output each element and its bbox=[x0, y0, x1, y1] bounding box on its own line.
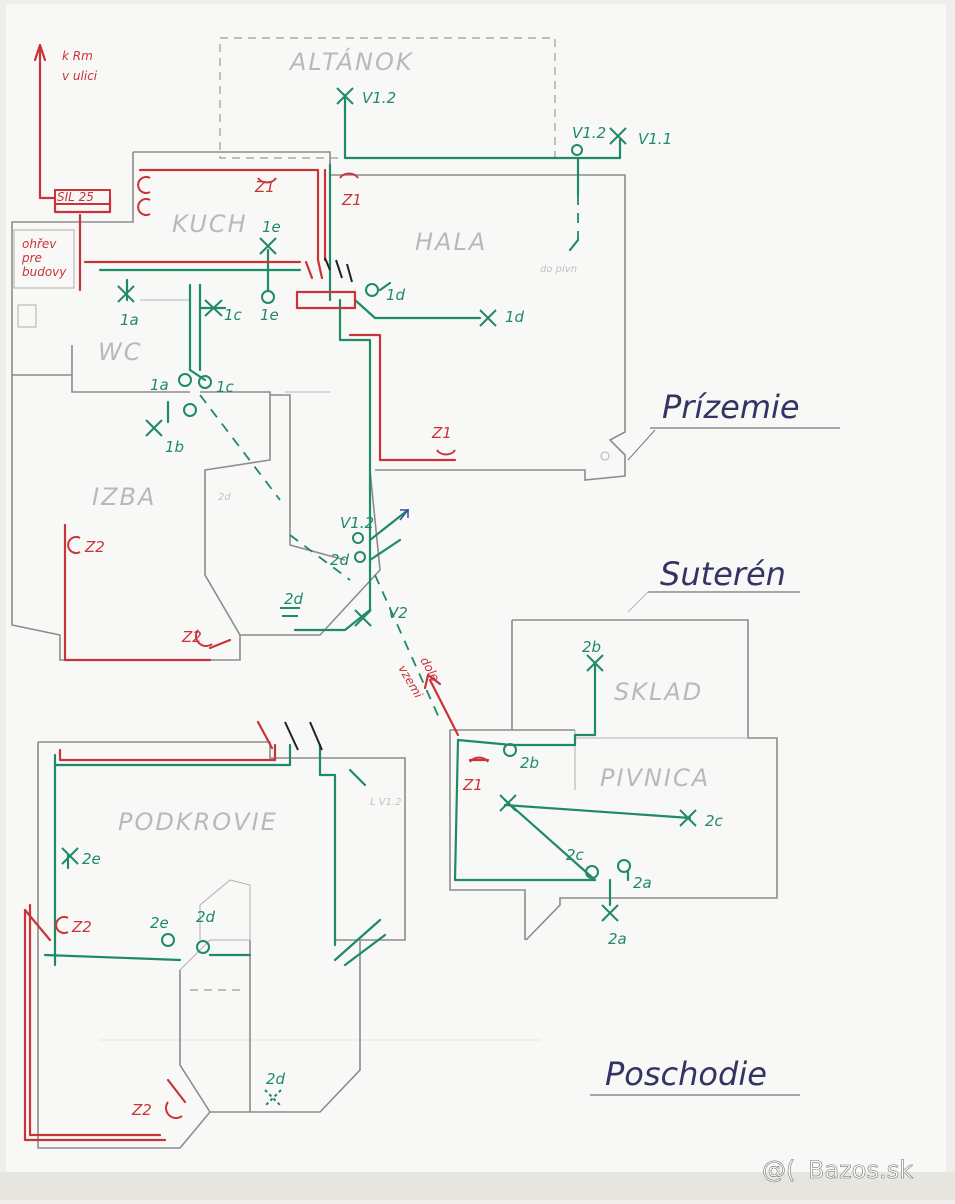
note-boiler-2: pre bbox=[21, 251, 42, 265]
label-v2: V2 bbox=[388, 604, 408, 622]
label-2d-b: 2d bbox=[330, 551, 350, 569]
room-labels: ALTÁNOK KUCH HALA WC IZBA SKLAD PIVNICA … bbox=[92, 47, 710, 836]
watermark-text: Bazos.sk bbox=[808, 1156, 913, 1184]
label-2a: 2a bbox=[633, 874, 652, 892]
label-z1-pivnica: Z1 bbox=[462, 776, 483, 794]
attic-walls bbox=[37, 741, 540, 1149]
table-edge bbox=[0, 1172, 955, 1200]
label-z2-podk-a: Z2 bbox=[71, 918, 92, 936]
note-k-rm: k Rm bbox=[62, 49, 93, 63]
note-v-ulici: v ulici bbox=[62, 69, 98, 83]
label-1a: 1a bbox=[120, 311, 139, 329]
floor-poschodie: Poschodie bbox=[605, 1055, 767, 1093]
room-kuch: KUCH bbox=[172, 210, 248, 238]
floor-suteren: Suterén bbox=[660, 555, 786, 593]
note-v12: L V1.2 bbox=[370, 797, 402, 808]
paper-sheet bbox=[6, 4, 946, 1196]
label-2b-b: 2b bbox=[520, 754, 539, 772]
outlet-labels: V1.2 V1.2 V1.1 V1.2 V2 Z1 Z1 Z1 Z1 Z2 Z2… bbox=[71, 89, 724, 1119]
label-z1-kuch: Z1 bbox=[341, 191, 362, 209]
room-podkrovie: PODKROVIE bbox=[118, 808, 278, 836]
label-z2-podk-b: Z2 bbox=[131, 1101, 152, 1119]
label-v12-mid: V1.2 bbox=[340, 514, 374, 532]
note-meter: SIL 25 bbox=[57, 190, 94, 204]
label-z1-stair: Z1 bbox=[254, 178, 275, 196]
label-v12-hala: V1.2 bbox=[572, 124, 606, 142]
label-z2-izba-a: Z2 bbox=[84, 538, 105, 556]
label-2d-e: 2d bbox=[266, 1070, 286, 1088]
label-z1-hala: Z1 bbox=[431, 424, 452, 442]
watermark: @( Bazos.sk bbox=[762, 1156, 914, 1185]
label-2d-a: 2d bbox=[218, 492, 231, 503]
label-1e: 1e bbox=[262, 218, 281, 236]
label-1b: 1b bbox=[165, 438, 184, 456]
watermark-logo-icon: @( bbox=[762, 1156, 795, 1184]
label-2b: 2b bbox=[582, 638, 601, 656]
label-2e: 2e bbox=[150, 914, 169, 932]
outlet-symbols bbox=[54, 87, 697, 1119]
floor-prizemie: Prízemie bbox=[662, 388, 800, 426]
room-altanok: ALTÁNOK bbox=[288, 47, 414, 76]
note-pipe-down: do pivn bbox=[540, 264, 577, 275]
label-1d: 1d bbox=[386, 286, 406, 304]
room-hala: HALA bbox=[415, 228, 487, 256]
label-1d-b: 1d bbox=[505, 308, 525, 326]
heating-pipes bbox=[23, 43, 490, 1142]
note-boiler-3: budovy bbox=[22, 265, 67, 279]
label-2c-b: 2c bbox=[705, 812, 724, 830]
label-z2-izba-b: Z2 bbox=[181, 628, 202, 646]
label-v11: V1.1 bbox=[638, 130, 672, 148]
label-1c-b: 1c bbox=[216, 378, 235, 396]
label-2c: 2c bbox=[566, 846, 585, 864]
room-wc: WC bbox=[98, 338, 143, 366]
label-2d-d: 2d bbox=[196, 908, 216, 926]
label-1a-b: 1a bbox=[150, 376, 169, 394]
floor-headings: Prízemie Suterén Poschodie bbox=[590, 388, 840, 1096]
label-2d-c: 2d bbox=[284, 590, 304, 608]
label-2e-b: 2e bbox=[82, 850, 101, 868]
water-pipes bbox=[43, 93, 692, 967]
label-2a-b: 2a bbox=[608, 930, 627, 948]
note-boiler-1: ohřev bbox=[22, 237, 57, 251]
label-1c: 1c bbox=[224, 306, 243, 324]
room-pivnica: PIVNICA bbox=[600, 764, 710, 792]
label-1e-b: 1e bbox=[260, 306, 279, 324]
label-v12-top: V1.2 bbox=[362, 89, 396, 107]
inlet-arrows bbox=[284, 257, 353, 751]
room-sklad: SKLAD bbox=[614, 678, 703, 706]
room-izba: IZBA bbox=[92, 483, 156, 511]
